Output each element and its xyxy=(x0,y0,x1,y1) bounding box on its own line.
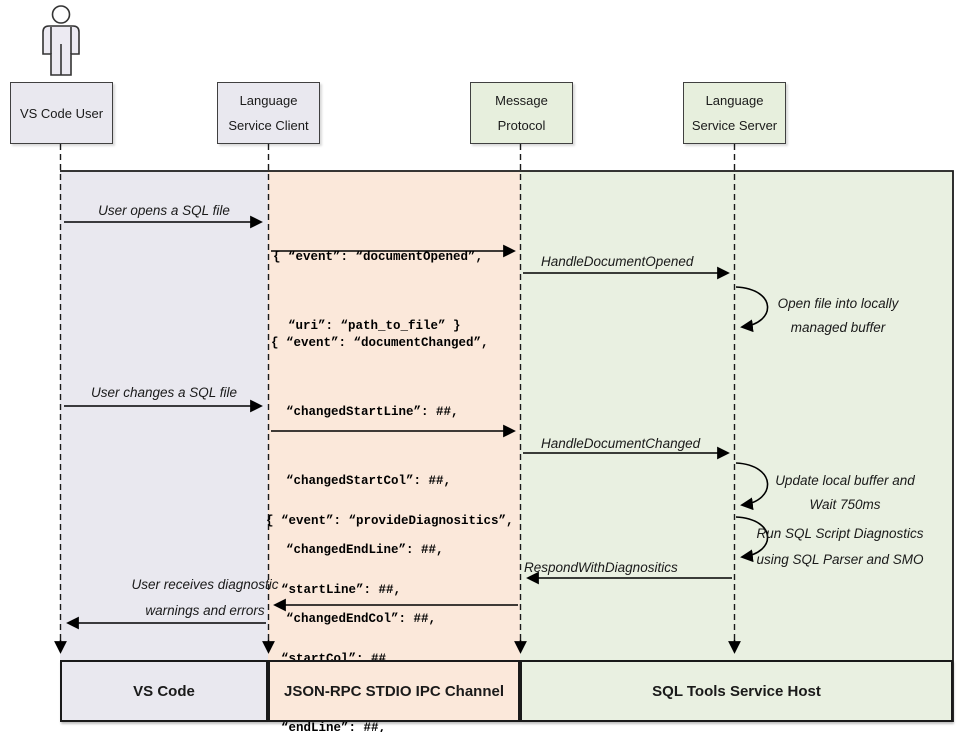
user-actor-icon xyxy=(42,5,80,76)
label-respond-with-diagnostics: RespondWithDiagnositics xyxy=(524,560,678,575)
label-user-changes-file: User changes a SQL file xyxy=(90,385,238,400)
actor-label: Language xyxy=(239,93,298,108)
actor-label: Protocol xyxy=(497,118,546,133)
footer-box-json-rpc-channel: JSON-RPC STDIO IPC Channel xyxy=(268,660,520,722)
actor-box-language-service-client: Language Service Client xyxy=(217,82,320,144)
actor-label: VS Code User xyxy=(19,105,104,121)
self-loop-run-diagnostics xyxy=(735,516,769,563)
self-loop-open-file xyxy=(735,286,769,333)
json-document-opened: { “event”: “documentOpened”, “uri”: “pat… xyxy=(273,250,484,333)
actor-label: Service Server xyxy=(691,118,778,133)
actor-box-vs-code-user: VS Code User xyxy=(10,82,113,144)
actor-label: Service Client xyxy=(228,118,309,133)
lane-vscode xyxy=(60,171,268,722)
self-loop-update-buffer xyxy=(735,462,769,511)
json-provide-diagnostics: { “event”: “provideDiagnositics”, “start… xyxy=(266,514,514,732)
actor-label: Message xyxy=(495,93,548,108)
footer-label: JSON-RPC STDIO IPC Channel xyxy=(283,682,505,700)
actor-label: Language xyxy=(705,93,764,108)
note-run-sql-diagnostics: Run SQL Script Diagnostics using SQL Par… xyxy=(756,526,924,567)
actor-box-language-service-server: Language Service Server xyxy=(683,82,786,144)
note-update-buffer-wait: Update local buffer and Wait 750ms xyxy=(775,473,915,512)
footer-box-sql-tools-service-host: SQL Tools Service Host xyxy=(520,660,953,722)
footer-label: VS Code xyxy=(133,682,195,700)
lane-region-border xyxy=(60,170,954,722)
label-handle-document-opened: HandleDocumentOpened xyxy=(541,254,694,269)
label-handle-document-changed: HandleDocumentChanged xyxy=(541,436,701,451)
footer-label: SQL Tools Service Host xyxy=(652,682,821,700)
actor-box-message-protocol: Message Protocol xyxy=(470,82,573,144)
label-user-receives-diagnostics: User receives diagnostic warnings and er… xyxy=(131,577,279,618)
footer-box-vs-code: VS Code xyxy=(60,660,268,722)
label-user-opens-file: User opens a SQL file xyxy=(98,203,230,218)
lane-ipc-channel xyxy=(268,171,520,722)
note-open-file-buffer: Open file into locally managed buffer xyxy=(777,296,899,335)
lane-service-host xyxy=(520,171,953,722)
